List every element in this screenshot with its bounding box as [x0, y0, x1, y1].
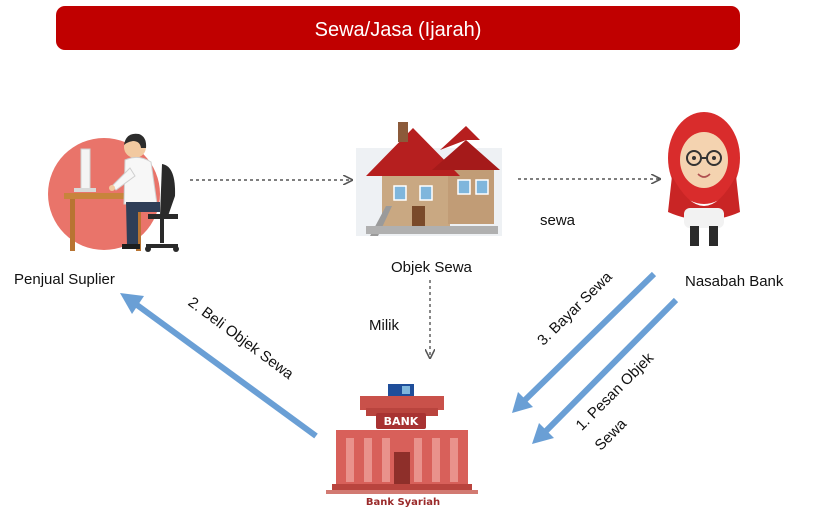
house-icon	[356, 122, 502, 236]
bank-sign-text: BANK	[384, 415, 419, 428]
hijab-woman-avatar-icon	[668, 112, 740, 246]
object-label: Objek Sewa	[391, 259, 473, 276]
title-banner: Sewa/Jasa (Ijarah)	[56, 6, 740, 50]
seller-label: Penjual Suplier	[14, 271, 115, 288]
diagram-title: Sewa/Jasa (Ijarah)	[315, 19, 482, 41]
lease-label: sewa	[540, 212, 576, 229]
flow-arrow-step2	[120, 293, 318, 439]
flow-arrow-step3	[512, 271, 657, 413]
bank-caption: Bank Syariah	[366, 497, 440, 508]
worker-at-computer-icon	[48, 133, 179, 252]
customer-label: Nasabah Bank	[685, 273, 784, 290]
step3-label: 3. Bayar Sewa	[534, 268, 616, 349]
ownership-label: Milik	[369, 317, 399, 334]
bank-building-icon: BANK	[326, 384, 478, 494]
step2-label: 2. Beli Objek Sewa	[185, 294, 297, 384]
flow-arrow-step1	[532, 297, 679, 444]
